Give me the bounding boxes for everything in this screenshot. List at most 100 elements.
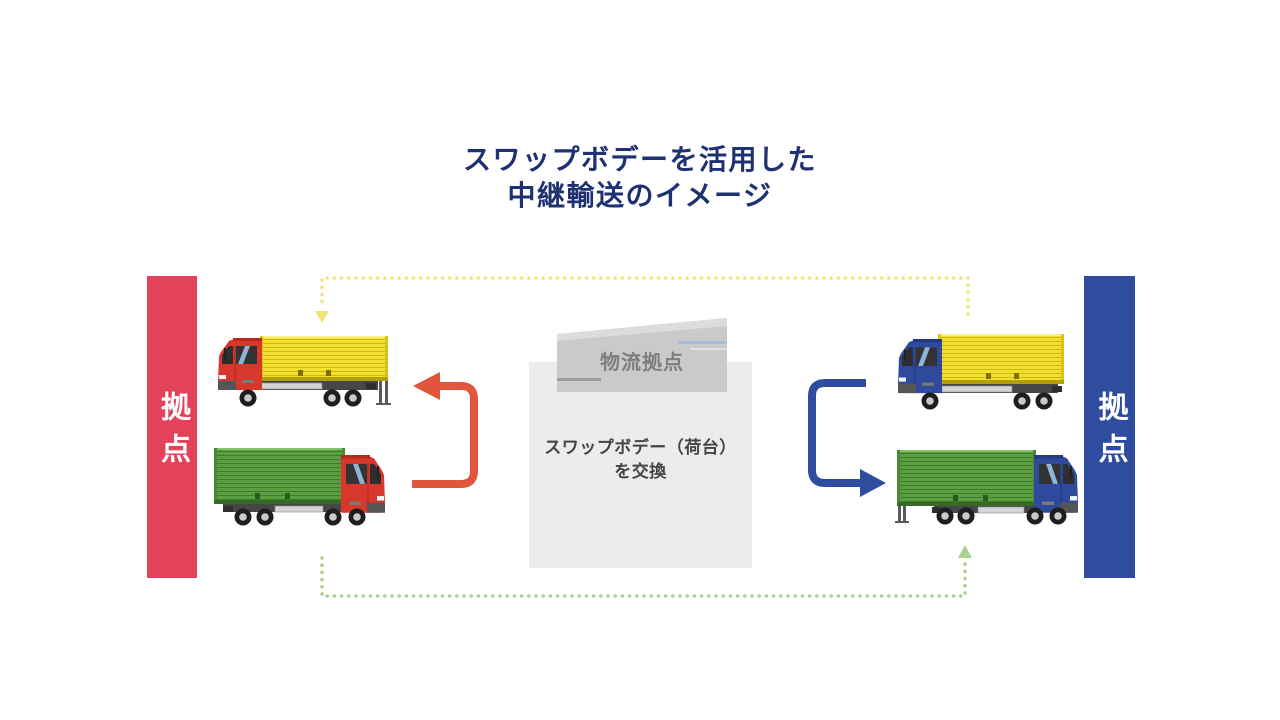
body-marker [285,493,290,499]
support-leg [379,381,382,403]
side-guard [274,505,324,513]
wheel-hub [962,512,970,520]
rear-bumper [366,383,376,389]
body-marker [298,370,303,376]
truck-cab [218,338,262,390]
cab-step [1042,501,1054,505]
swap-body-top-edge [260,336,388,338]
swap-body [897,450,1036,506]
cab-step [242,380,254,383]
right-base-bar: 拠点 [1084,276,1135,578]
cab-roof [1034,455,1063,459]
cab-bumper [898,383,916,394]
swap-body [214,448,345,504]
cab-headlight [1070,496,1077,501]
swap-body-rear-edge [214,448,217,504]
cab-window-glare [353,463,365,484]
swap-description-line-2: を交換 [614,462,667,482]
body-marker [326,370,331,376]
wheel-hub [328,394,336,402]
left-base-bar: 拠点 [147,276,197,578]
swap-body-rear-edge [1061,334,1064,384]
wheel-hub [239,513,247,521]
swap-body-top-edge [938,334,1064,336]
hub-roof-blue-stripe [678,341,727,344]
swap-body-bottom-rail [938,380,1064,384]
side-guard [941,385,1013,393]
swap-body-bottom-rail [260,377,388,381]
blue-swap-arrowhead [860,469,886,497]
truck-cab [898,339,942,394]
swap-body-top-edge [897,450,1036,452]
cab-window-glare [1046,463,1058,484]
swap-description-line-1: スワップボデー（荷台） [544,438,737,458]
truck-cab [341,455,385,513]
cab-roof [913,339,942,343]
cab-bumper [367,502,385,513]
wheel-hub [926,397,934,405]
cab-step [922,382,934,386]
left-base-label: 拠点 [155,391,190,475]
swap-body-top-edge [214,448,345,450]
swap-body [938,334,1064,384]
wheel-hub [261,513,269,521]
rear-bumper [223,506,233,512]
yellow-return-route [320,276,970,316]
swap-description: スワップボデー（荷台） を交換 [529,436,752,484]
truck-blue-cab-green-body [895,450,1078,525]
yellow-route-arrowhead [315,311,329,323]
title-line-2: 中継輸送のイメージ [507,179,773,212]
green-route-arrowhead [958,545,972,558]
hub-roof-light-stripe [690,348,727,350]
right-base-label: 拠点 [1092,391,1128,475]
swap-body-bottom-rail [214,500,345,504]
swap-body-bottom-rail [897,502,1036,506]
cab-headlight [377,496,384,501]
cab-window-glare [238,346,250,364]
body-marker [1014,373,1019,379]
diagram-title: スワップボデーを活用した 中継輸送のイメージ [0,142,1280,214]
cab-step [349,501,361,505]
support-leg-foot [895,521,909,523]
rear-bumper [932,507,940,513]
side-guard [259,382,323,390]
wheel-hub [329,513,337,521]
wheel-hub [349,394,357,402]
truck-red-cab-yellow-body [218,336,391,407]
truck-cab [1034,455,1078,513]
swap-body [260,336,388,381]
cab-windshield [1063,463,1074,484]
logistics-hub-building [529,318,752,568]
hub-floor [529,362,752,568]
support-leg [898,504,901,522]
red-swap-arrow [412,382,478,488]
support-leg-foot [376,403,391,405]
logistics-hub-label: 物流拠点 [600,350,684,374]
body-marker [953,495,958,501]
wheel-hub [1031,512,1039,520]
title-line-1: スワップボデーを活用した [462,143,817,176]
hub-roof-top-edge [557,318,727,341]
green-return-route [320,556,967,598]
truck-red-cab-green-body [214,448,385,526]
rear-bumper [1052,386,1062,392]
cab-window-glare [918,347,930,367]
wheel-hub [1018,397,1026,405]
wheel-hub [941,512,949,520]
hub-roof-dark-stripe [557,378,601,381]
cab-bumper [218,381,236,390]
wheel-hub [1054,512,1062,520]
cab-bumper [1060,502,1078,513]
cab-mirror [224,348,226,359]
support-leg [903,504,906,522]
swap-body-rear-edge [897,450,900,506]
cab-mirror [1070,466,1072,479]
cab-mirror [904,349,906,361]
wheel-hub [1040,397,1048,405]
body-marker [255,493,260,499]
cab-windshield [222,346,233,364]
wheel-hub [353,513,361,521]
cab-roof [341,455,370,459]
